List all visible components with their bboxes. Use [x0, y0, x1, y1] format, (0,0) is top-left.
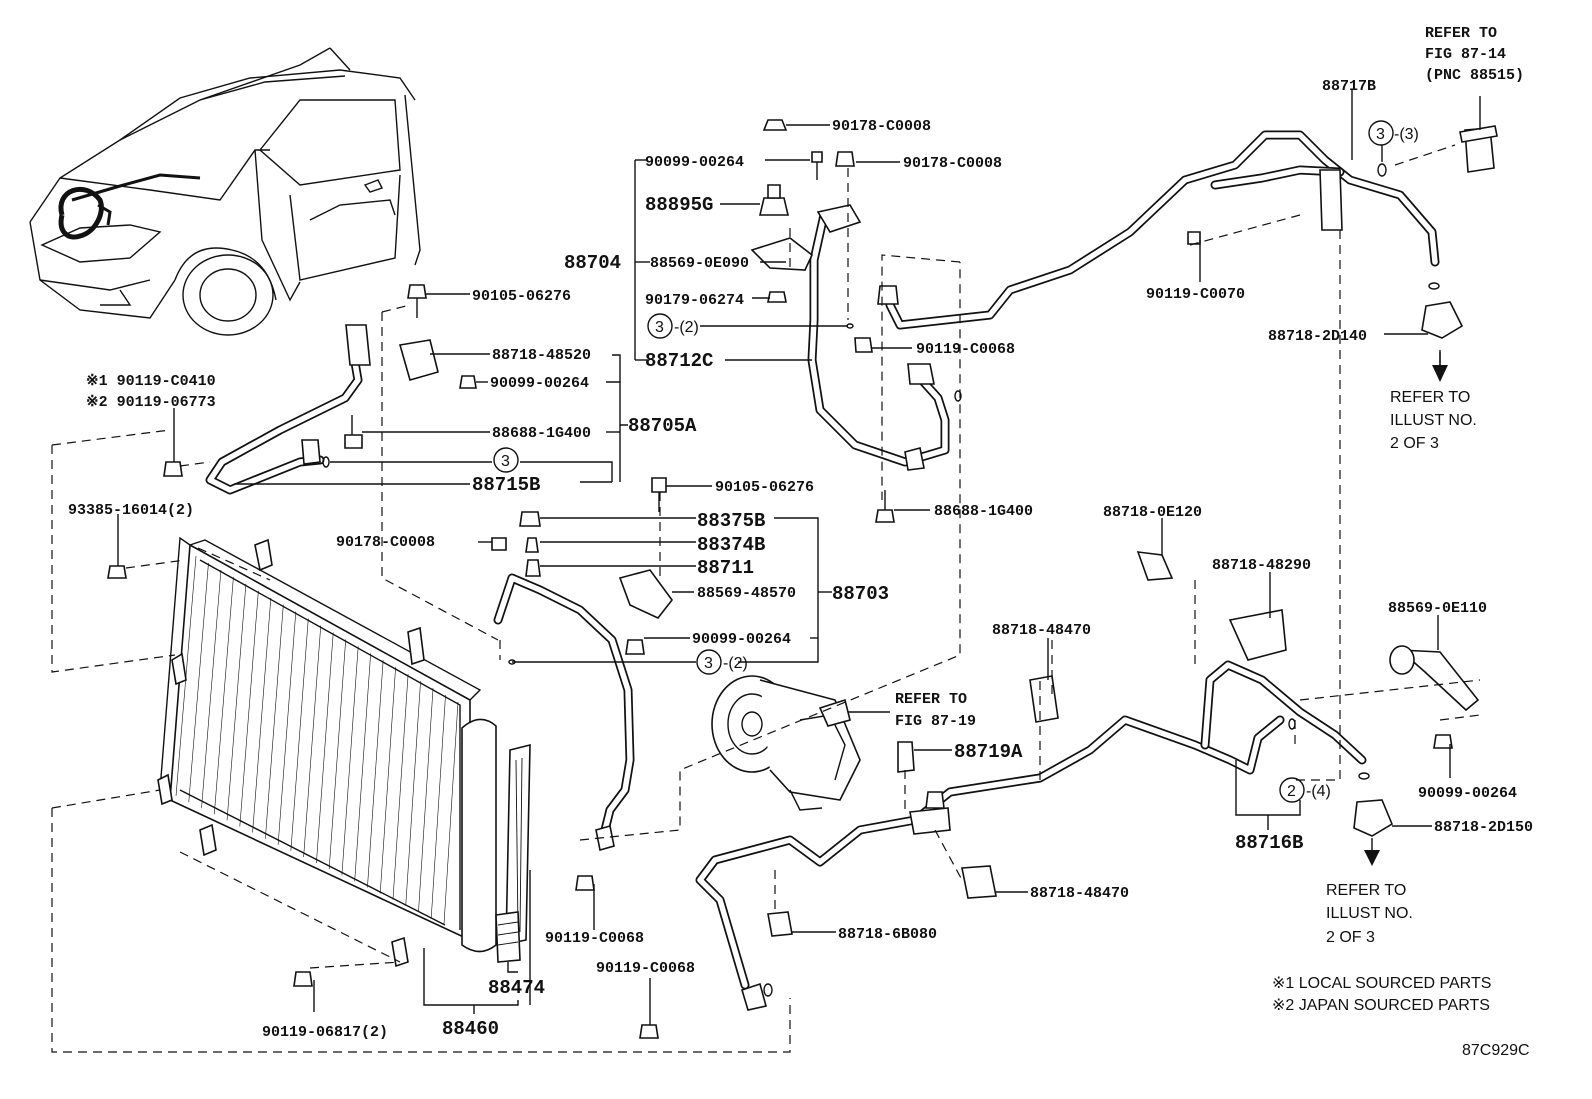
- label-88711: 88711: [697, 557, 754, 579]
- leader-lines: [117, 90, 1481, 1025]
- callout-circles: [493, 120, 1394, 803]
- label-88715B: 88715B: [472, 474, 540, 496]
- label-93385: 93385-16014(2): [68, 502, 194, 519]
- figure-code: 87C929C: [1462, 1042, 1530, 1059]
- label-88718-48290: 88718-48290: [1212, 557, 1311, 574]
- label-88703: 88703: [832, 583, 889, 605]
- compressor: [711, 675, 861, 811]
- callout-3-mid: 3: [655, 319, 664, 336]
- label-refer-illust-upper-l2: ILLUST NO.: [1390, 412, 1477, 429]
- condenser-fin: [405, 681, 421, 906]
- label-qty-right: -(4): [1306, 783, 1331, 800]
- condenser-fin: [379, 667, 396, 894]
- label-90099-top: 90099-00264: [645, 154, 744, 171]
- label-refer-illust-lower-l2: ILLUST NO.: [1326, 905, 1413, 922]
- label-88895G: 88895G: [645, 194, 713, 216]
- label-90119-06817: 90119-06817(2): [262, 1024, 388, 1041]
- label-88718-48470-a: 88718-48470: [992, 622, 1091, 639]
- label-88718-2D150: 88718-2D150: [1434, 819, 1533, 836]
- condenser-fin: [188, 562, 209, 803]
- label-qty-top-right: -(3): [1394, 126, 1419, 143]
- label-refer-illust-upper-l3: 2 OF 3: [1390, 435, 1439, 452]
- label-88718-48470-b: 88718-48470: [1030, 885, 1129, 902]
- label-88718-0E120: 88718-0E120: [1103, 504, 1202, 521]
- condenser-fin: [201, 569, 222, 809]
- label-qty-mid: -(2): [674, 319, 699, 336]
- label-88569-0E110: 88569-0E110: [1388, 600, 1487, 617]
- condenser-fin: [392, 674, 409, 900]
- label-90119-C0410: ※1 90119-C0410: [86, 373, 216, 390]
- label-90178-low: 90178-C0008: [336, 534, 435, 551]
- condenser-fin: [354, 653, 371, 882]
- callout-3-low: 3: [704, 655, 713, 672]
- label-90119-06773: ※2 90119-06773: [86, 394, 216, 411]
- label-refer-87-19-l1: REFER TO: [895, 691, 967, 708]
- label-88717B: 88717B: [1322, 78, 1376, 95]
- condenser-fin: [226, 583, 247, 821]
- label-90178-top: 90178-C0008: [832, 118, 931, 135]
- label-refer-87-14-l3: (PNC 88515): [1425, 67, 1524, 84]
- condenser-fin: [303, 625, 322, 857]
- label-88375B: 88375B: [697, 510, 765, 532]
- label-90119-C0068-low: 90119-C0068: [596, 960, 695, 977]
- label-90119-C0070: 90119-C0070: [1146, 286, 1245, 303]
- condenser-fin: [328, 639, 347, 870]
- label-qty-low: -(2): [723, 655, 748, 672]
- vehicle-illustration: [29, 47, 421, 336]
- condenser-fin: [290, 618, 309, 851]
- callout-3-top-right: 3: [1376, 126, 1385, 143]
- label-refer-87-19-l2: FIG 87-19: [895, 713, 976, 730]
- down-arrow-icon: [1364, 350, 1448, 866]
- label-88474: 88474: [488, 977, 545, 999]
- label-refer-87-14-l2: FIG 87-14: [1425, 46, 1506, 63]
- label-90099-mid: 90099-00264: [490, 375, 589, 392]
- condenser-fin: [316, 632, 334, 864]
- label-88569-48570: 88569-48570: [697, 585, 796, 602]
- label-88712C: 88712C: [645, 350, 713, 372]
- label-88718-6B080: 88718-6B080: [838, 926, 937, 943]
- label-90105-a: 90105-06276: [472, 288, 571, 305]
- label-90119-C0068-mid: 90119-C0068: [545, 930, 644, 947]
- label-88688-a: 88688-1G400: [492, 425, 591, 442]
- condenser-fin: [341, 646, 359, 876]
- label-refer-illust-upper-l1: REFER TO: [1390, 389, 1470, 406]
- condenser-assembly: [157, 536, 531, 968]
- condenser-fin: [367, 660, 384, 888]
- label-90119-C0068-top: 90119-C0068: [916, 341, 1015, 358]
- label-90179: 90179-06274: [645, 292, 744, 309]
- small-parts: [107, 119, 1498, 1039]
- label-88460: 88460: [442, 1018, 499, 1040]
- label-88569-0E090: 88569-0E090: [650, 255, 749, 272]
- label-90178-mid: 90178-C0008: [903, 155, 1002, 172]
- label-88374B: 88374B: [697, 534, 765, 556]
- label-88719A: 88719A: [954, 741, 1023, 763]
- condenser-fin: [213, 576, 234, 815]
- condenser-fin: [443, 701, 459, 925]
- label-88688-b: 88688-1G400: [934, 503, 1033, 520]
- label-90099-low: 90099-00264: [692, 631, 791, 648]
- condenser-fin: [418, 688, 434, 912]
- label-88718-48520: 88718-48520: [492, 347, 591, 364]
- legend-japan: ※2 JAPAN SOURCED PARTS: [1272, 997, 1490, 1014]
- part-labels: 88717B 90178-C0008 90099-00264 90178-C00…: [68, 25, 1533, 1059]
- phantom-lines: [51, 144, 1481, 1053]
- label-90105-b: 90105-06276: [715, 479, 814, 496]
- condenser-fin: [430, 695, 446, 918]
- callout-2-right: 2: [1287, 783, 1296, 800]
- label-88705A: 88705A: [628, 415, 697, 437]
- condenser-fin: [252, 597, 272, 833]
- condenser-fin: [277, 611, 297, 845]
- label-refer-illust-lower-l1: REFER TO: [1326, 882, 1406, 899]
- label-refer-illust-lower-l3: 2 OF 3: [1326, 929, 1375, 946]
- label-88716B: 88716B: [1235, 832, 1303, 854]
- label-refer-87-14-l1: REFER TO: [1425, 25, 1497, 42]
- label-88718-2D140: 88718-2D140: [1268, 328, 1367, 345]
- label-90099-right: 90099-00264: [1418, 785, 1517, 802]
- condenser-fin: [239, 590, 259, 827]
- callout-3-left: 3: [501, 453, 510, 470]
- condenser-fin: [265, 604, 284, 839]
- label-88704: 88704: [564, 252, 621, 274]
- legend-local: ※1 LOCAL SOURCED PARTS: [1272, 975, 1491, 992]
